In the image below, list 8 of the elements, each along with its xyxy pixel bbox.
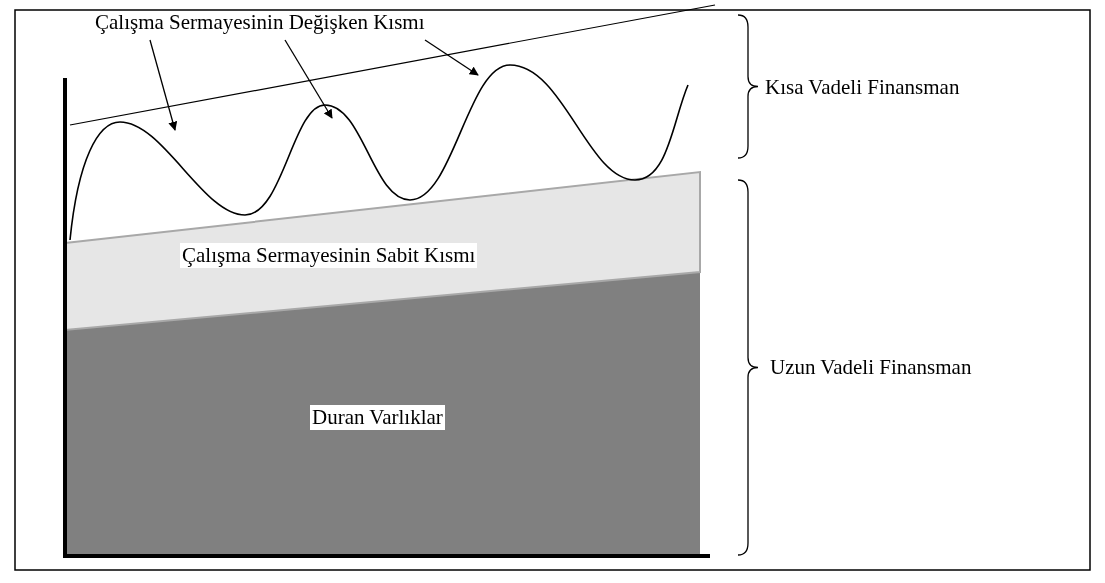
financing-label: Kısa Vadeli Finansman	[765, 75, 960, 100]
area-label: Çalışma Sermayesinin Sabit Kısmı	[180, 243, 478, 268]
leader-arrow	[424, 39, 479, 76]
leader-arrow	[149, 39, 178, 131]
leader-arrow	[284, 39, 333, 119]
area-label: Duran Varlıklar	[310, 405, 445, 430]
financing-label: Uzun Vadeli Finansman	[770, 355, 972, 380]
callout-text: Çalışma Sermayesinin Değişken Kısmı	[95, 10, 425, 35]
